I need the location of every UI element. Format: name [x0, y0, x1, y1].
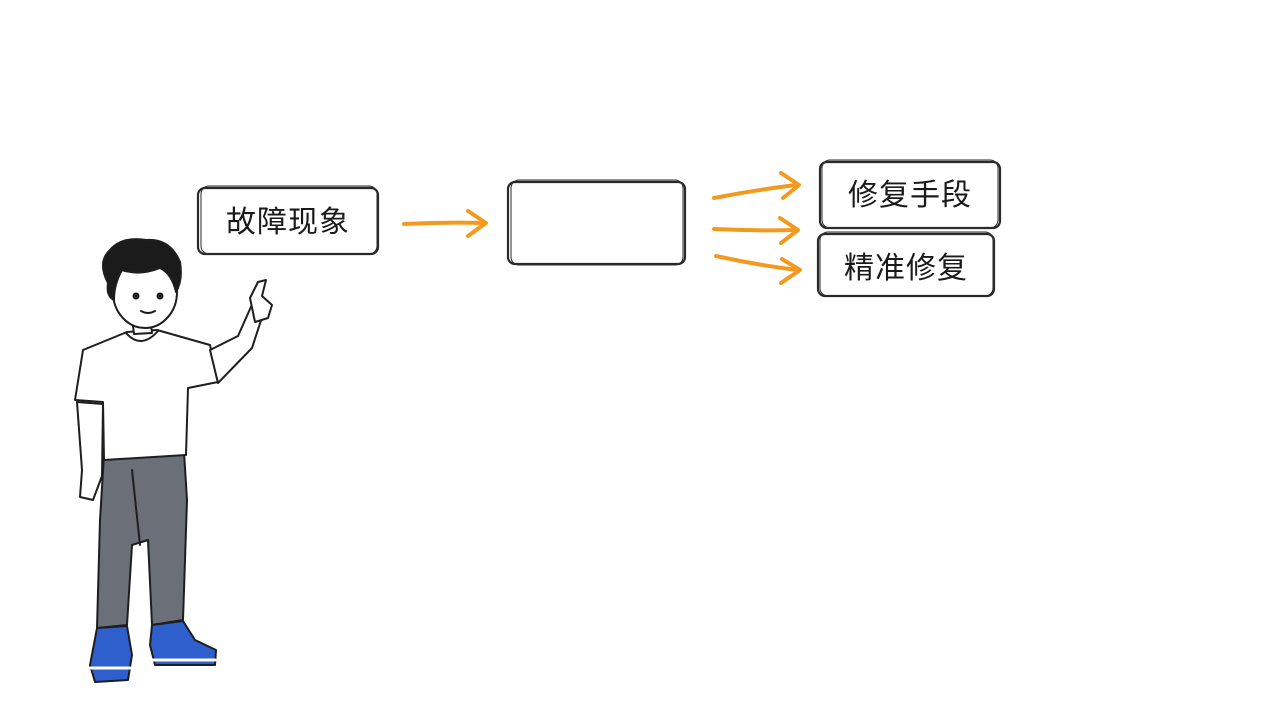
node-source-label: 故障现象 [226, 205, 350, 240]
arrow-right-icon [714, 254, 802, 285]
arrow-right-icon [712, 216, 800, 245]
node-target-bottom-label: 精准修复 [844, 251, 968, 286]
node-target-top-label: 修复手段 [848, 178, 972, 213]
node-target-bottom: 精准修复 [816, 231, 996, 298]
node-source: 故障现象 [196, 185, 380, 256]
person-pointing-illustration [74, 238, 273, 683]
arrow-right-icon [712, 171, 801, 200]
node-target-top: 修复手段 [818, 159, 1002, 230]
node-middle [506, 179, 687, 266]
arrow-right-icon [402, 209, 488, 238]
